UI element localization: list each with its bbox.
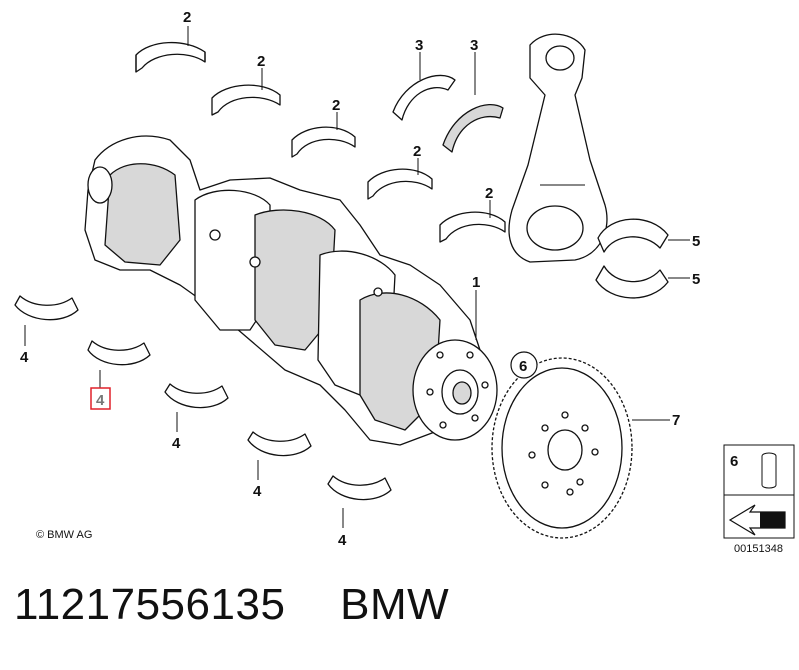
copyright-notice: © BMW AG xyxy=(36,529,92,541)
crankshaft[interactable] xyxy=(84,135,498,446)
callout-4-d: 4 xyxy=(253,483,262,500)
callout-4-c: 4 xyxy=(172,435,181,452)
legend-callout-6: 6 xyxy=(730,453,738,470)
callout-4-a: 4 xyxy=(20,349,29,366)
leader-lines xyxy=(24,26,690,528)
conrod-bearing-shell-lower[interactable] xyxy=(595,265,669,299)
bearing-shell-upper-2[interactable] xyxy=(211,84,281,116)
bearing-shell-upper-4[interactable] xyxy=(367,168,433,200)
callout-5-b: 5 xyxy=(692,271,700,288)
bolt-icon xyxy=(761,452,777,489)
callout-4-selected: 4 xyxy=(96,392,105,409)
selected-callout-4[interactable]: 4 xyxy=(90,387,111,410)
callout-3-a: 3 xyxy=(415,37,423,54)
callout-6-circled: 6 xyxy=(510,351,538,379)
arrow-icon xyxy=(728,504,786,536)
bearing-shell-lower-2[interactable] xyxy=(87,340,151,366)
callout-7: 7 xyxy=(672,412,680,429)
parts-diagram: 2 2 2 2 2 3 3 1 5 5 7 4 4 4 4 4 6 6 © BM… xyxy=(14,9,795,555)
legend-box: 6 xyxy=(723,444,795,539)
bearing-shell-lower-1[interactable] xyxy=(14,295,79,321)
part-number: 11217556135 xyxy=(14,580,286,629)
callout-2-e: 2 xyxy=(485,185,493,202)
callout-1: 1 xyxy=(472,274,480,291)
connecting-rod[interactable] xyxy=(508,33,608,263)
callout-2-b: 2 xyxy=(257,53,265,70)
brand-name: BMW xyxy=(340,580,450,629)
bearing-shell-upper-1[interactable] xyxy=(135,41,206,73)
callout-2-d: 2 xyxy=(413,143,421,160)
part-footer: 11217556135 BMW xyxy=(14,580,449,650)
bearing-shell-upper-3[interactable] xyxy=(291,126,356,158)
thrust-washer-2[interactable] xyxy=(442,103,504,153)
callout-2-c: 2 xyxy=(332,97,340,114)
bearing-shell-lower-5[interactable] xyxy=(327,475,392,501)
callout-5-a: 5 xyxy=(692,233,700,250)
callout-4-e: 4 xyxy=(338,532,347,549)
callout-6: 6 xyxy=(519,358,527,375)
callout-3-b: 3 xyxy=(470,37,478,54)
callout-2-a: 2 xyxy=(183,9,191,26)
bearing-shell-upper-5[interactable] xyxy=(439,211,506,243)
thrust-washer-1[interactable] xyxy=(392,74,456,121)
diagram-code: 00151348 xyxy=(734,543,783,555)
bearing-shell-lower-3[interactable] xyxy=(164,383,229,409)
conrod-bearing-shell-upper[interactable] xyxy=(597,218,669,253)
bearing-shell-lower-4[interactable] xyxy=(247,431,312,457)
flywheel-ring-gear[interactable] xyxy=(491,357,633,539)
